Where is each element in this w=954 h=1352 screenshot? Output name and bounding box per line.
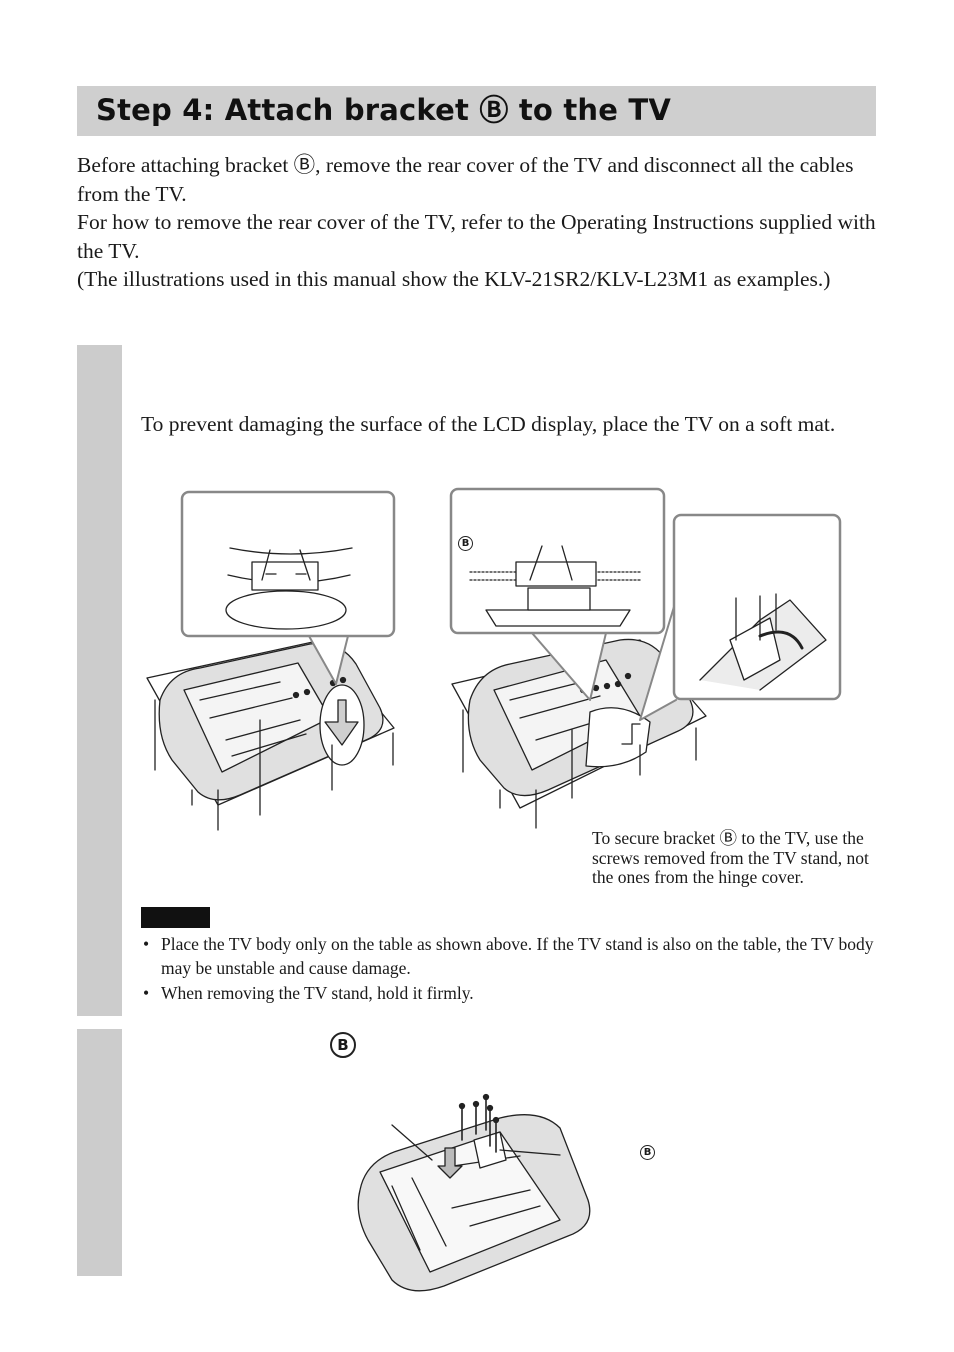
note-label-bar — [141, 907, 210, 928]
bracket-b-marker: B — [458, 536, 473, 551]
screw-caption: To secure bracket Ⓑ to the TV, use the s… — [592, 828, 869, 887]
soft-mat-note: To prevent damaging the surface of the L… — [141, 412, 836, 436]
notes-list: Place the TV body only on the table as s… — [141, 932, 881, 1006]
step-1-gutter — [77, 345, 122, 1016]
intro-text: Before attaching bracket Ⓑ, remove the r… — [77, 151, 877, 294]
note-item: Place the TV body only on the table as s… — [141, 932, 881, 980]
step-2-gutter — [77, 1029, 122, 1276]
step-2-bracket-marker: B — [330, 1032, 356, 1058]
intro-paragraph: For how to remove the rear cover of the … — [77, 210, 876, 263]
title-band — [77, 86, 876, 136]
page-title: Step 4: Attach bracket Ⓑ to the TV — [96, 93, 672, 127]
note-item: When removing the TV stand, hold it firm… — [141, 981, 881, 1005]
step-2-figure-bracket-marker: B — [640, 1145, 655, 1160]
intro-paragraph: Before attaching bracket Ⓑ, remove the r… — [77, 153, 854, 206]
intro-paragraph: (The illustrations used in this manual s… — [77, 267, 831, 291]
